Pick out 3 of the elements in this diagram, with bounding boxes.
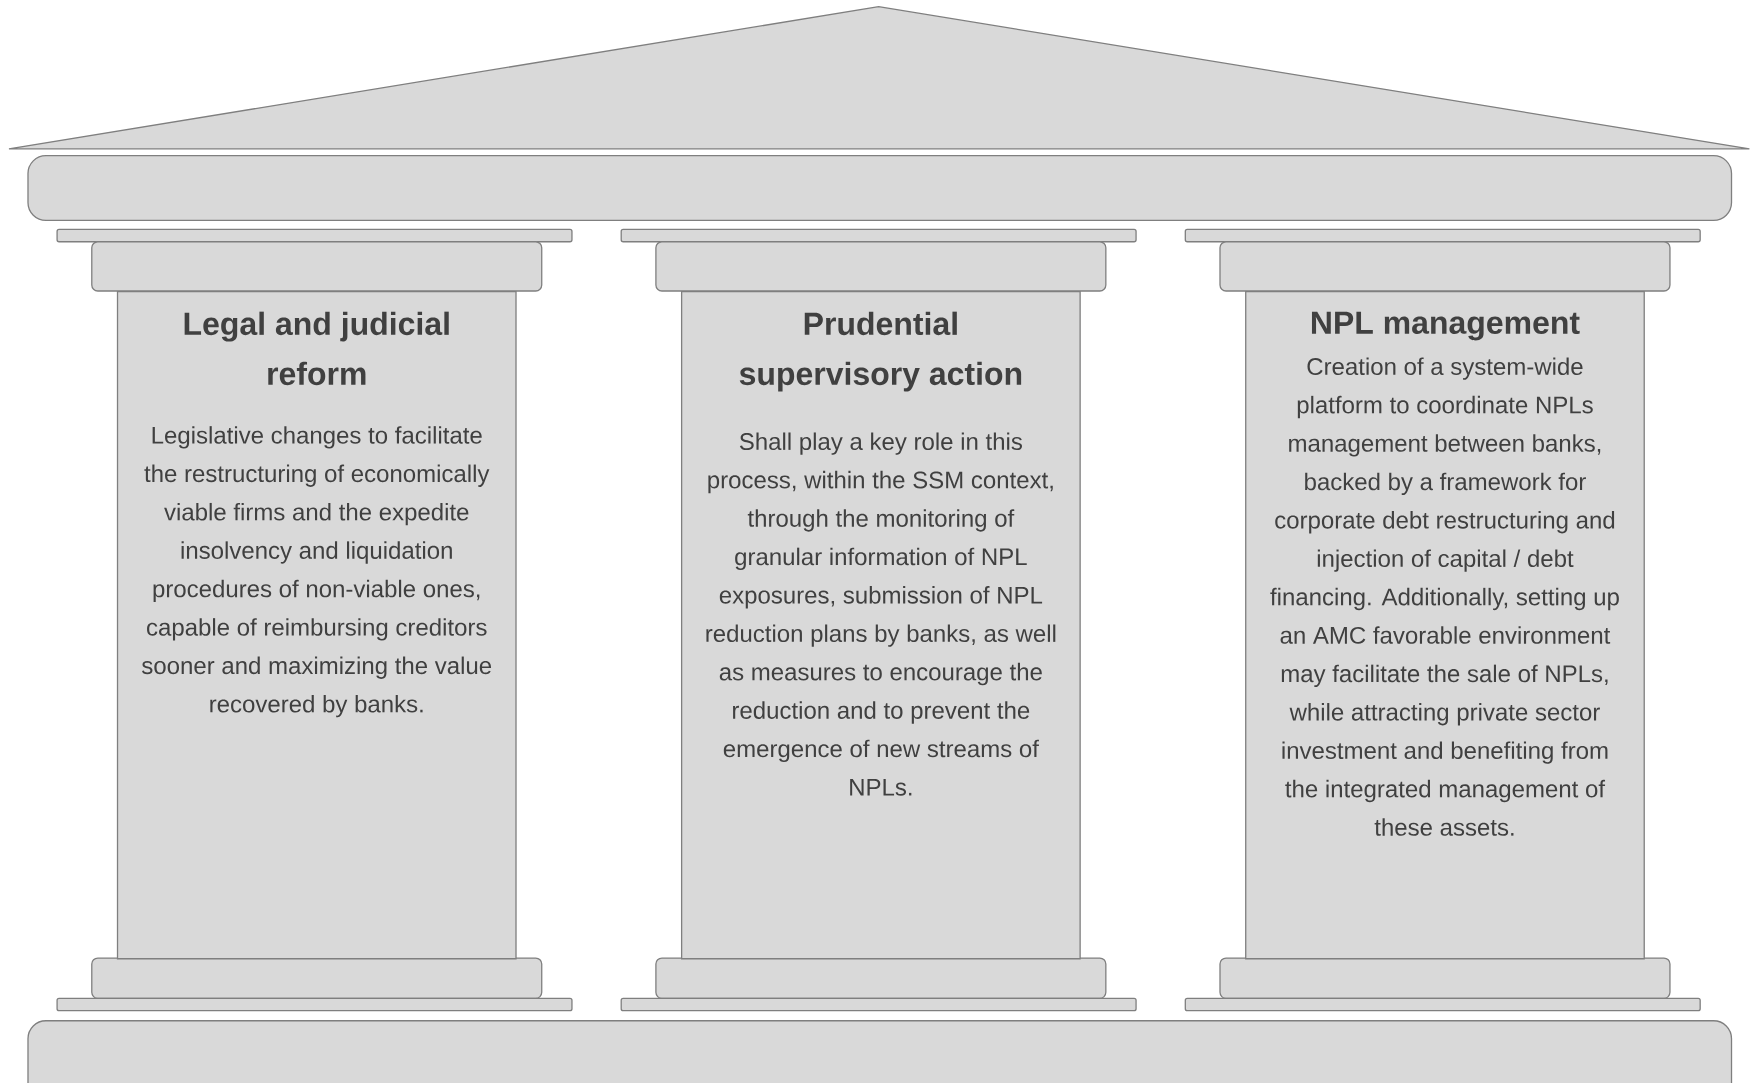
pillar-box: Prudential supervisory action Shall play a key role in this process, within the SSM context, through the monitoring of granular information of NPL exposures, submission of NPL reduction plans by banks, as well as measures to encourage the reduction and to prevent the emergence of new streams of NPLs. <box>680 291 1081 960</box>
pillar-box: NPL management Creation of a system-wide platform to coordinate NPLs management between banks, backed by a framework for corporate debt restructuring and injection of capital / debt financing. Additionally, setting up an AMC favorable environment may facilitate the sale of NPLs, while attracting private sector investment and benefiting from the integrated management of these assets. <box>1245 291 1645 960</box>
pillar-box: Legal and judicial reform Legislative changes to facilitate the restructuring of economically viable firms and the expedite insolvency and liquidation procedures of non-viable ones, capable of reimbursing creditors sooner and maximizing the value recovered by banks. <box>116 291 517 960</box>
